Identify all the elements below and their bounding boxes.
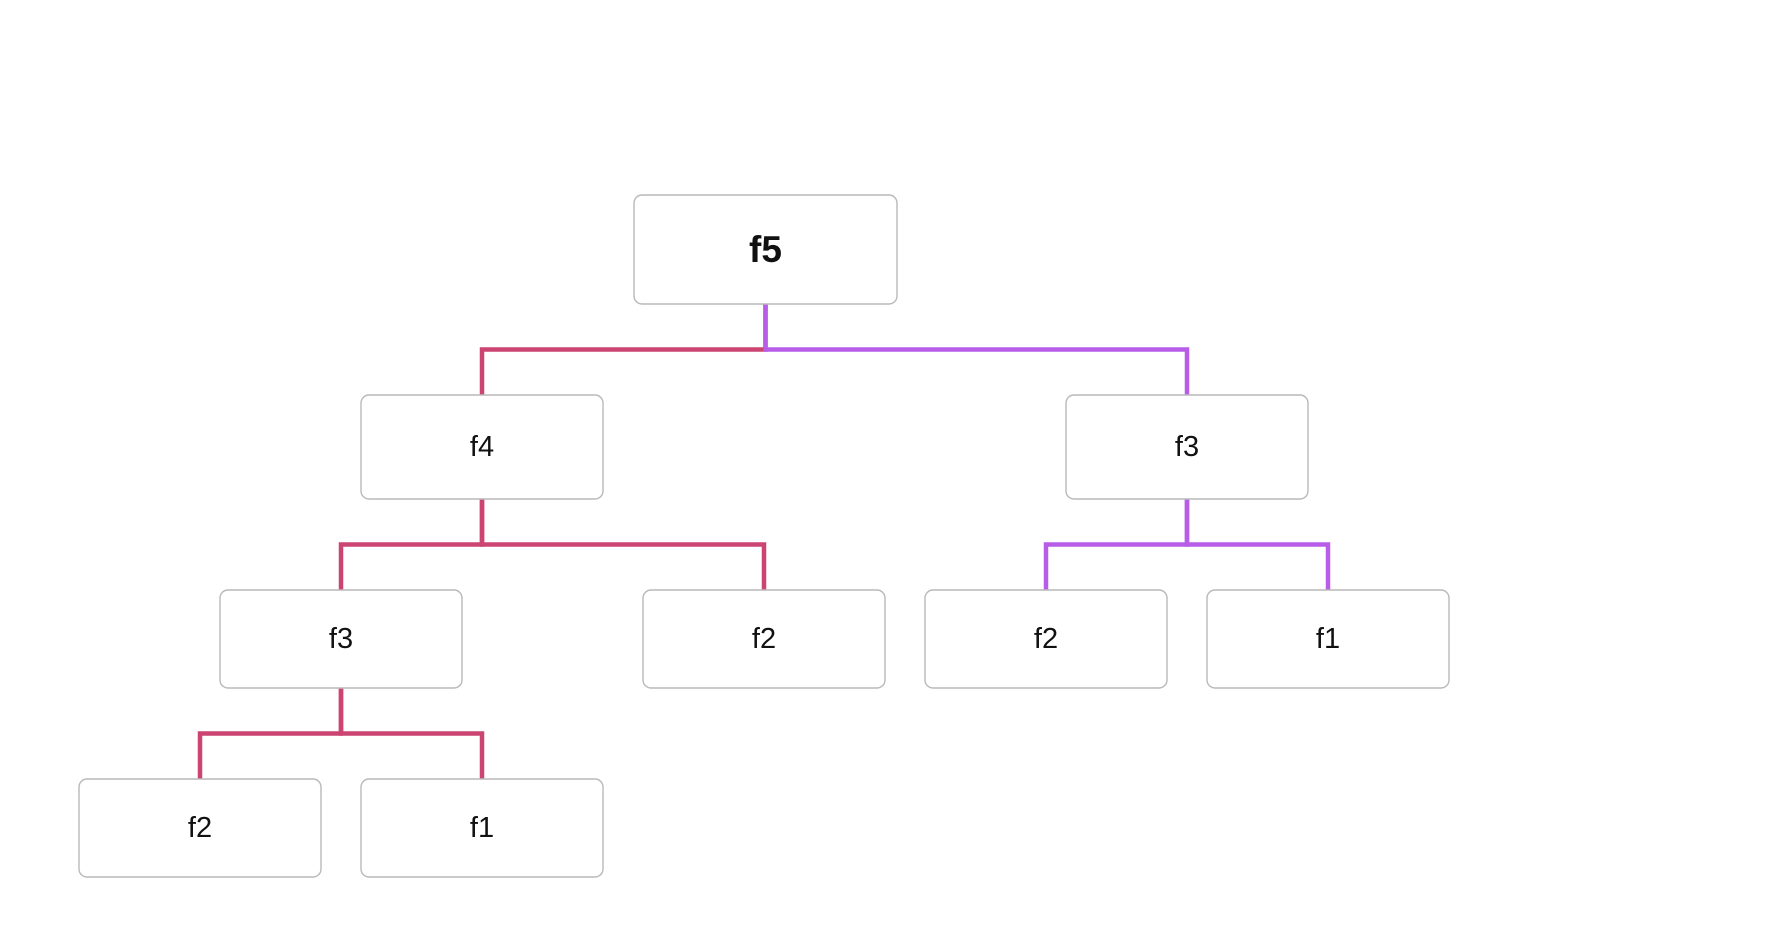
- tree-node: f3: [219, 589, 463, 689]
- node-box: [642, 589, 886, 689]
- edge-n0-n1: [479, 304, 768, 395]
- edge-n2-n5: [1043, 499, 1190, 590]
- nodes-layer: f5 f4 f3 f3 f2 f2 f1 f2 f1: [78, 194, 1450, 878]
- node-box: [360, 394, 604, 500]
- tree-node: f4: [360, 394, 604, 500]
- node-box: [924, 589, 1168, 689]
- node-label: f3: [329, 623, 353, 655]
- edges-layer: [197, 304, 1331, 779]
- node-label: f2: [752, 623, 776, 655]
- edge-n3-n8: [338, 688, 485, 779]
- edge-n1-n4: [479, 499, 767, 590]
- edge-n3-n7: [197, 688, 344, 779]
- node-label: f2: [1034, 623, 1058, 655]
- tree-node-root: f5: [633, 194, 898, 305]
- edge-n0-n2: [763, 304, 1190, 395]
- node-label: f5: [749, 229, 782, 270]
- tree-node: f2: [924, 589, 1168, 689]
- node-box: [1206, 589, 1450, 689]
- node-label: f3: [1175, 431, 1199, 463]
- tree-node: f3: [1065, 394, 1309, 500]
- tree-node: f2: [78, 778, 322, 878]
- edge-n1-n3: [338, 499, 485, 590]
- tree-node: f2: [642, 589, 886, 689]
- node-box: [1065, 394, 1309, 500]
- node-box: [219, 589, 463, 689]
- node-box: [78, 778, 322, 878]
- node-label: f1: [1316, 623, 1340, 655]
- node-box: [633, 194, 898, 305]
- node-label: f4: [470, 431, 494, 463]
- tree-node: f1: [360, 778, 604, 878]
- node-label: f1: [470, 812, 494, 844]
- node-box: [360, 778, 604, 878]
- edge-n2-n6: [1184, 499, 1331, 590]
- tree-node: f1: [1206, 589, 1450, 689]
- node-label: f2: [188, 812, 212, 844]
